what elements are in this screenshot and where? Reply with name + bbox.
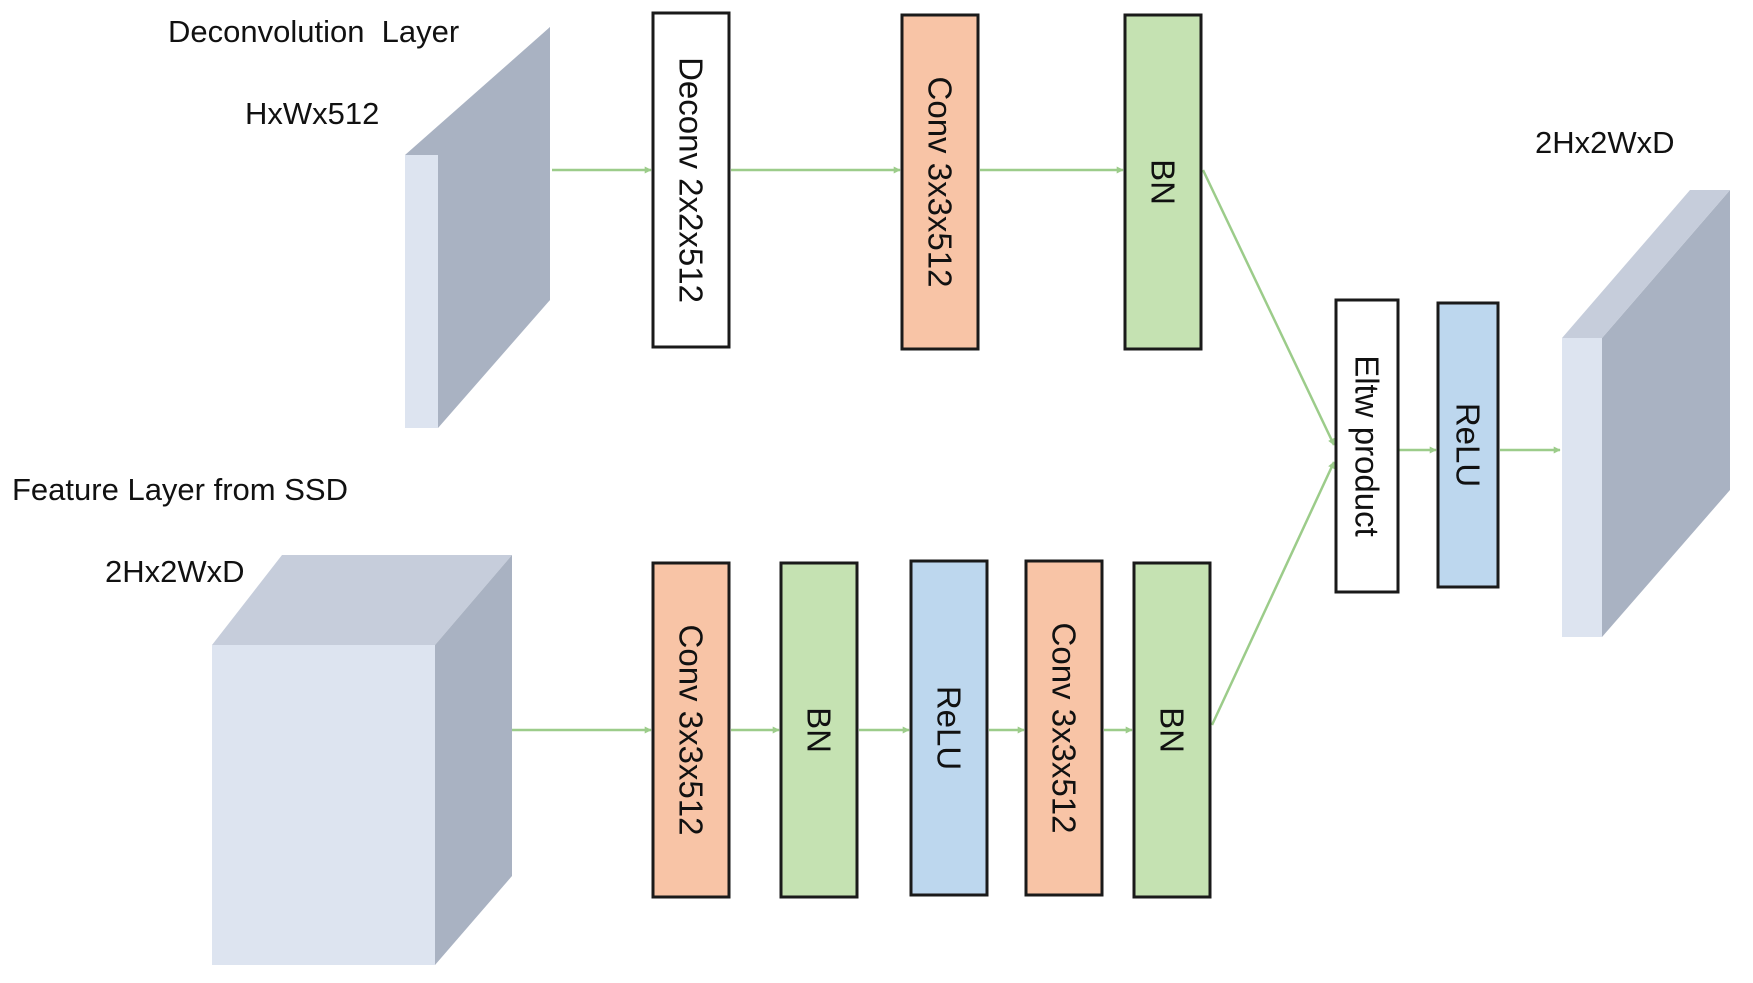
block-deconv: Deconv 2x2x512: [651, 11, 731, 349]
output-layer-volume: [1562, 190, 1730, 637]
block-relu-out-label: ReLU: [1450, 403, 1487, 487]
block-conv-2: Conv 3x3x512: [1024, 559, 1104, 897]
arrows: [512, 166, 1561, 734]
block-relu-label: ReLU: [931, 686, 968, 770]
block-conv-1-label: Conv 3x3x512: [673, 625, 710, 836]
feature-layer-volume: [212, 555, 512, 965]
block-conv-label: Conv 3x3x512: [922, 77, 959, 288]
arrow-bn-2-to-eltw: [1210, 461, 1336, 726]
block-bn-2: BN: [1132, 561, 1212, 899]
block-conv: Conv 3x3x512: [900, 13, 980, 351]
block-bn-2-label: BN: [1154, 707, 1191, 753]
feature-layer-label: Feature Layer from SSD: [12, 472, 348, 507]
block-bn-label: BN: [1145, 159, 1182, 205]
output-layer-dims: 2Hx2WxD: [1535, 125, 1675, 160]
block-conv-1: Conv 3x3x512: [651, 561, 731, 899]
block-bn: BN: [1123, 13, 1203, 351]
deconvolution-layer-volume: [405, 27, 550, 428]
block-bn-1: BN: [779, 561, 859, 899]
deconvolution-layer-label: Deconvolution Layer: [168, 14, 459, 49]
block-relu-out: ReLU: [1436, 301, 1500, 589]
deconvolution-layer-dims: HxWx512: [245, 96, 379, 131]
block-eltw-product-label: Eltw product: [1349, 355, 1386, 537]
arrow-bn-to-eltw: [1201, 169, 1336, 446]
block-deconv-label: Deconv 2x2x512: [673, 57, 710, 303]
block-conv-2-label: Conv 3x3x512: [1046, 623, 1083, 834]
block-relu: ReLU: [909, 559, 989, 897]
block-bn-1-label: BN: [801, 707, 838, 753]
block-eltw-product: Eltw product: [1334, 298, 1400, 594]
feature-layer-dims: 2Hx2WxD: [105, 554, 245, 589]
